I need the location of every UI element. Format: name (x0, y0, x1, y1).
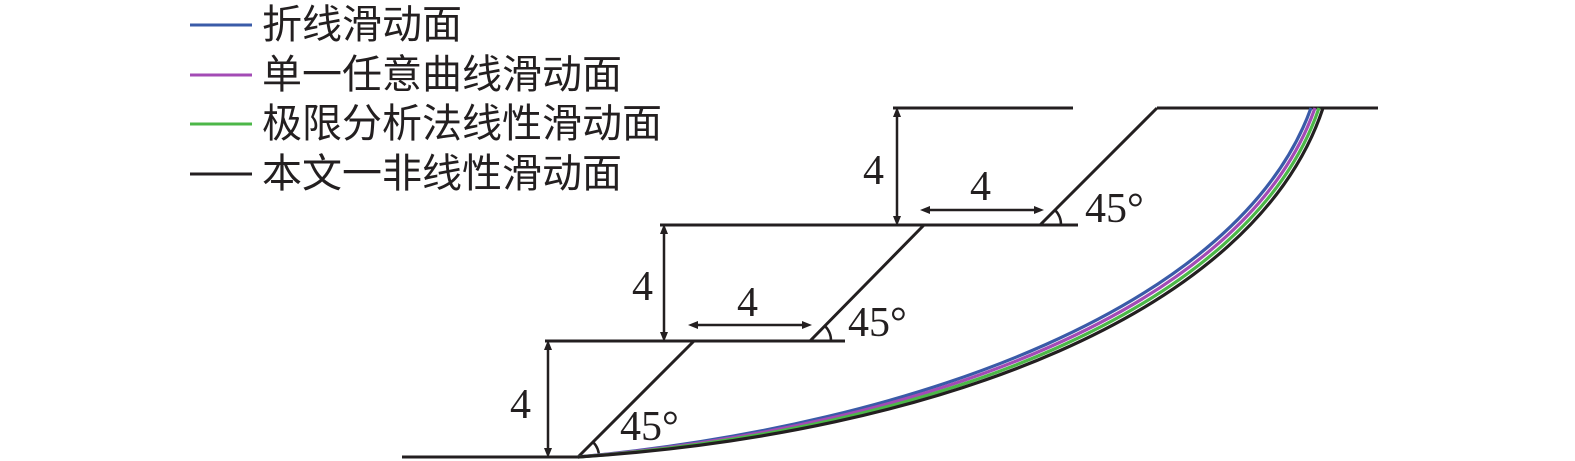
height-label-3: 4 (863, 148, 884, 194)
legend-label-limit-analysis: 极限分析法线性滑动面 (262, 101, 662, 147)
slip-surface-single-curve (577, 107, 1317, 459)
dimension-labels: 4 4 4 4 4 45° 45° 45° (510, 148, 1144, 450)
angle-label-2: 45° (848, 300, 907, 346)
height-label-2: 4 (632, 264, 653, 310)
width-label-1: 4 (737, 280, 758, 326)
legend-item-single-curve: 单一任意曲线滑动面 (190, 52, 622, 98)
angle-arc-2 (824, 325, 833, 342)
legend-label-fold-line: 折线滑动面 (262, 2, 462, 48)
height-label-1: 4 (510, 382, 531, 428)
legend-item-limit-analysis: 极限分析法线性滑动面 (190, 101, 662, 147)
legend-item-nonlinear: 本文一非线性滑动面 (190, 151, 622, 197)
legend: 折线滑动面 单一任意曲线滑动面 极限分析法线性滑动面 本文一非线性滑动面 (190, 2, 662, 197)
slope-face-2 (808, 223, 926, 343)
legend-label-nonlinear: 本文一非线性滑动面 (262, 151, 622, 197)
slope-face-3 (1038, 106, 1159, 227)
angle-arc-3 (1054, 209, 1063, 226)
angle-label-3: 45° (1085, 186, 1144, 232)
slip-surface-nonlinear (577, 107, 1325, 459)
slip-surface-fold-line (577, 107, 1313, 459)
legend-item-fold-line: 折线滑动面 (190, 2, 462, 48)
slope-profile (402, 106, 1378, 459)
slip-surfaces (577, 107, 1325, 459)
legend-label-single-curve: 单一任意曲线滑动面 (262, 52, 622, 98)
slope-face-1 (576, 339, 696, 459)
dimension-lines (544, 107, 1044, 458)
width-label-2: 4 (970, 164, 991, 210)
slip-surface-limit-analysis (577, 107, 1321, 459)
angle-label-1: 45° (620, 404, 679, 450)
